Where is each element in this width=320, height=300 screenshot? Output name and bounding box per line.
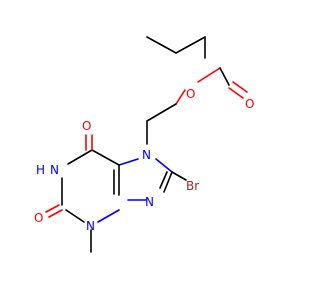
bond-c5-c6 [91,149,120,166]
bond-c2-n3 [65,209,85,223]
atom-n1-h: H [36,163,45,177]
bonds [45,36,248,253]
structure-diagram: O O O O N N N H N Br [34,36,254,253]
atom-o-carbonyl-ester: O [245,97,254,111]
bond-ch2-ch2 [146,103,177,122]
atom-n7: N [142,148,151,162]
bond-c2-o-double [45,204,60,213]
atom-n3: N [86,219,95,233]
atom-n9: N [145,195,154,209]
atom-labels: O O O O N N N H N Br [34,87,254,233]
bond-ch2-carbonyl [175,36,206,54]
atom-o-ester: O [186,87,195,101]
bond-n7-c8 [155,158,173,173]
bond-c8-n9 [163,171,173,193]
bond-c2-o [48,209,63,218]
bond-carbonyl-double-2 [232,81,248,93]
bond-o-ch2 [175,89,186,105]
bond-carbonyl-double-1 [228,87,244,99]
bond-n3-c4 [97,209,120,223]
atom-o-c2: O [34,211,43,225]
bond-carbonyl-to-o [219,67,230,86]
bond-c6-n1 [67,149,93,165]
atom-n1: N [50,163,59,177]
atom-br: Br [186,179,199,193]
bond-ch3-ch2 [146,36,177,54]
atom-o-c6: O [82,119,91,133]
bond-n7-c5 [118,158,139,166]
bond-carbonyl-ester-o [197,67,221,83]
bond-c8-br [171,171,187,181]
bond-c8-n9-double [159,171,168,189]
